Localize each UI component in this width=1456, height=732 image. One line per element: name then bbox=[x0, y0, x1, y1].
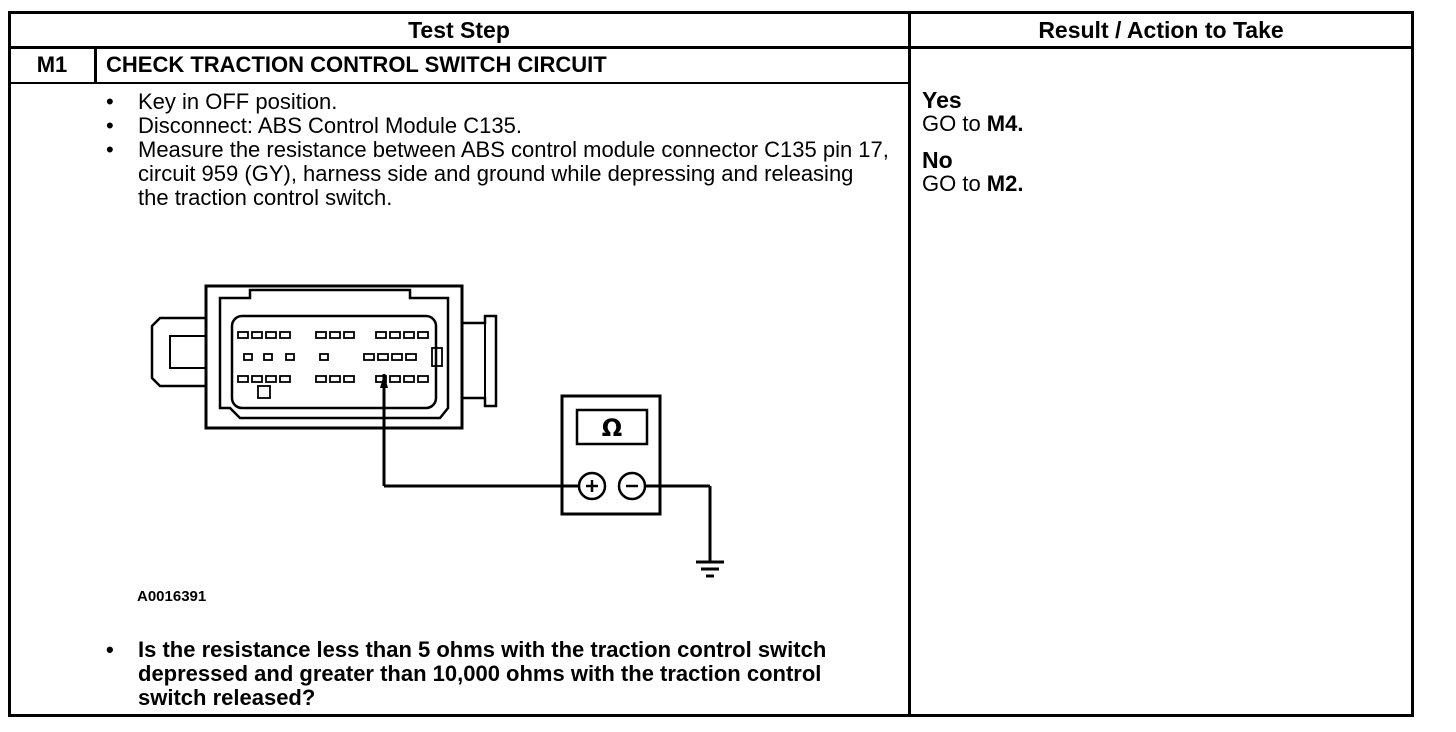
table-border-id-divider bbox=[94, 46, 97, 84]
result-yes-target: M4. bbox=[986, 111, 1024, 136]
ohmmeter bbox=[560, 394, 662, 516]
connector-pins bbox=[237, 331, 443, 399]
question-item: Is the resistance less than 5 ohms with … bbox=[100, 638, 890, 710]
ohmmeter-positive-terminal bbox=[577, 471, 607, 501]
table-border-header-bottom bbox=[8, 46, 1414, 49]
connector-latch bbox=[462, 314, 498, 408]
step-id: M1 bbox=[36, 52, 68, 77]
result-yes-prefix: GO to bbox=[922, 111, 987, 136]
header-test-step: Test Step bbox=[408, 17, 510, 43]
result-yes-label: Yes bbox=[922, 87, 962, 113]
table-border-title-bottom bbox=[8, 82, 910, 84]
table-border-right bbox=[1411, 11, 1414, 717]
result-no-prefix: GO to bbox=[922, 171, 987, 196]
result-no-target: M2. bbox=[986, 171, 1024, 196]
result-yes: Yes GO to M4. bbox=[922, 88, 1023, 136]
table-border-left bbox=[8, 11, 11, 717]
header-result-action: Result / Action to Take bbox=[1038, 17, 1284, 43]
instruction-list: Key in OFF position. Disconnect: ABS Con… bbox=[100, 90, 890, 210]
instruction-item: Measure the resistance between ABS contr… bbox=[100, 138, 890, 210]
ohmmeter-display bbox=[575, 408, 649, 446]
result-no: No GO to M2. bbox=[922, 148, 1023, 196]
ohm-symbol: Ω bbox=[602, 414, 622, 442]
instruction-item: Disconnect: ABS Control Module C135. bbox=[100, 114, 890, 139]
connector-cavity bbox=[230, 314, 438, 410]
connector-lock-tab bbox=[150, 316, 206, 388]
instruction-item: Key in OFF position. bbox=[100, 90, 890, 115]
connector-measurement-diagram: Ω bbox=[150, 284, 724, 578]
result-no-label: No bbox=[922, 147, 953, 173]
connector-shell bbox=[218, 288, 450, 420]
step-title: CHECK TRACTION CONTROL SWITCH CIRCUIT bbox=[106, 52, 607, 77]
figure-id: A0016391 bbox=[137, 588, 207, 605]
connector-body bbox=[204, 284, 464, 430]
table-border-bottom bbox=[8, 714, 1414, 717]
table-border-column-divider bbox=[908, 11, 911, 717]
table-border-top bbox=[8, 11, 1414, 14]
question-list: Is the resistance less than 5 ohms with … bbox=[100, 638, 890, 710]
